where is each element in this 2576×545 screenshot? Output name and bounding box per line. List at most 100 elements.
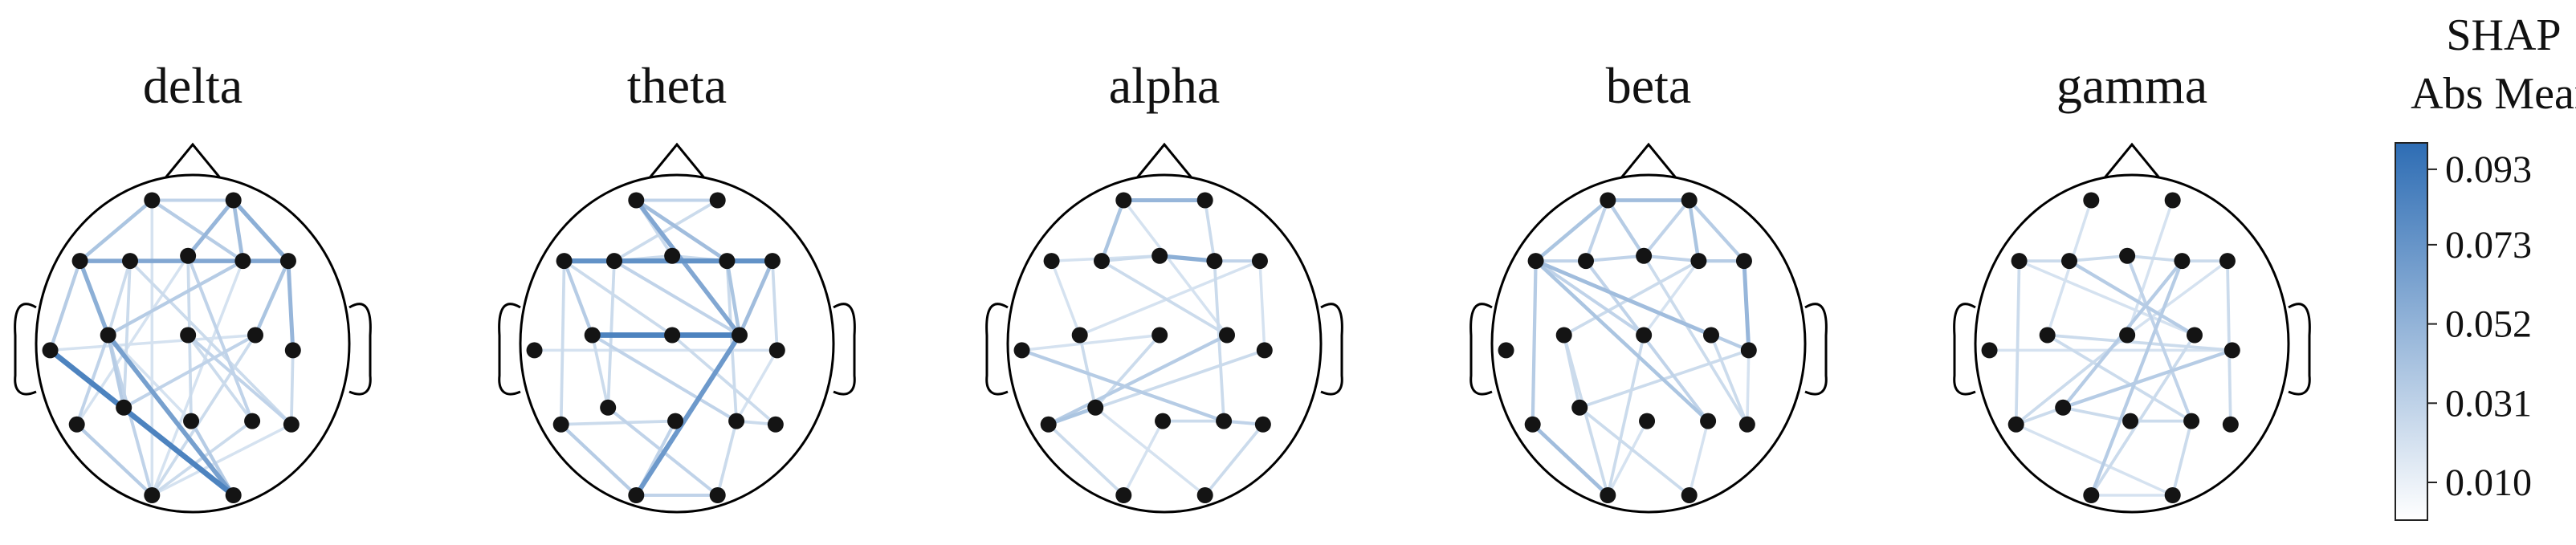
edge-Fp2-F4	[1687, 198, 1701, 263]
edge-P3-O2	[1578, 405, 1691, 497]
left-ear-outline	[1953, 303, 1976, 396]
edge-F8-T8	[771, 259, 779, 352]
electrode-O2	[2164, 487, 2181, 503]
electrode-F7	[556, 253, 573, 270]
electrode-P8	[1254, 416, 1271, 433]
electrode-C4	[247, 327, 263, 344]
colorbar-title-line-1: SHAP	[2446, 10, 2561, 60]
edge-P3-F3	[122, 259, 132, 409]
topomap-panel-alpha: alpha	[985, 57, 1343, 514]
edge-Cz-P8	[670, 333, 777, 426]
edge-P7-Pz	[559, 419, 677, 426]
electrode-P3	[600, 399, 617, 416]
edge-F7-Cz	[1534, 259, 1646, 337]
edge-Fz-P8	[1642, 254, 1749, 426]
electrode-Fp1	[144, 192, 161, 209]
electrode-Pz	[1155, 413, 1172, 429]
electrode-O1	[2083, 487, 2100, 503]
electrode-Fp1	[2083, 192, 2100, 209]
electrode-P8	[767, 416, 784, 433]
electrode-F4	[1690, 253, 1707, 270]
edge-F3-C4	[2067, 258, 2197, 337]
edge-Fp2-F4	[231, 198, 245, 263]
electrode-F7	[1527, 253, 1544, 270]
edge-C3-O2	[105, 332, 236, 498]
edge-F8-Cz	[2126, 259, 2229, 337]
electrode-P7	[1524, 416, 1541, 433]
edge-F8-T8	[1742, 258, 1751, 352]
electrode-F4	[234, 253, 251, 270]
electrode-F7	[1043, 253, 1060, 270]
electrode-Fp1	[1115, 192, 1132, 209]
colorbar-tick-label: 0.073	[2445, 224, 2532, 266]
electrode-F4	[1206, 253, 1223, 270]
electrode-Fz	[1151, 247, 1168, 264]
edge-F7-Cz	[562, 259, 675, 337]
edge-F3-Fz	[2068, 254, 2130, 262]
right-ear-outline	[2288, 303, 2311, 396]
electrode-P7	[1040, 416, 1057, 433]
electrode-F3	[122, 253, 138, 270]
electrode-F8	[1735, 253, 1752, 270]
electrode-F7	[2011, 253, 2028, 270]
edge-P8-F3	[128, 259, 293, 426]
electrode-P3	[2055, 399, 2072, 416]
edge-F3-Fz	[1100, 254, 1162, 262]
electrode-F8	[279, 253, 296, 270]
electrode-C3	[584, 327, 601, 344]
edge-C3-O1	[1562, 333, 1610, 497]
electrode-P4	[1216, 413, 1233, 429]
edge-F8-C3	[1078, 259, 1262, 337]
electrode-Fp2	[2164, 192, 2181, 209]
electrode-F3	[1578, 253, 1594, 270]
electrode-Fp2	[1196, 192, 1213, 209]
electrode-C3	[1555, 327, 1572, 344]
edge-C3-P3	[590, 333, 610, 409]
edge-P4-O2	[1687, 419, 1710, 497]
electrode-O1	[628, 487, 645, 503]
edge-Fz-F4	[1157, 254, 1217, 263]
nose-outline	[646, 142, 707, 181]
edge-F8-T8	[286, 258, 296, 352]
left-ear-outline	[14, 303, 37, 396]
edge-F4-O1	[2089, 258, 2184, 498]
topomap-panel-delta: delta	[14, 57, 372, 514]
nose-outline	[1618, 142, 1679, 181]
electrode-C4	[732, 327, 748, 344]
right-ear-outline	[833, 303, 856, 396]
edge-Fp1-F3	[1584, 198, 1610, 263]
edge-Fp1-C4	[1122, 198, 1229, 337]
edge-Fz-F4	[1642, 254, 1701, 263]
electrode-T8	[1256, 342, 1273, 359]
edge-Fp1-F7	[78, 198, 154, 263]
electrode-Fp1	[628, 192, 645, 209]
electrode-P4	[1700, 413, 1717, 429]
electrode-C3	[2039, 327, 2056, 344]
electrode-Cz	[664, 327, 681, 344]
edge-F7-C3	[562, 258, 594, 337]
edge-F8-P8	[2226, 259, 2232, 426]
topomap-panel-theta: theta	[498, 57, 856, 514]
edge-Fp2-Fz	[185, 198, 236, 258]
electrode-P8	[2222, 416, 2239, 433]
edge-Fp2-F8	[231, 197, 291, 263]
edge-C3-P3	[106, 333, 126, 409]
electrode-T8	[1740, 342, 1757, 359]
edge-C4-P7	[1046, 333, 1229, 426]
electrode-P3	[1571, 399, 1588, 416]
electrode-C3	[1071, 327, 1088, 344]
panel-title: alpha	[1109, 57, 1221, 114]
edge-F4-C3	[106, 258, 245, 337]
edge-P8-O1	[150, 423, 293, 497]
edge-F4-C3	[1562, 259, 1701, 337]
edge-Fz-F4	[2126, 254, 2184, 262]
edge-T8-P8	[289, 348, 295, 426]
electrode-F3	[1094, 253, 1110, 270]
electrode-Fp2	[709, 192, 726, 209]
electrode-C4	[1703, 327, 1719, 344]
nose-outline	[1134, 142, 1195, 181]
